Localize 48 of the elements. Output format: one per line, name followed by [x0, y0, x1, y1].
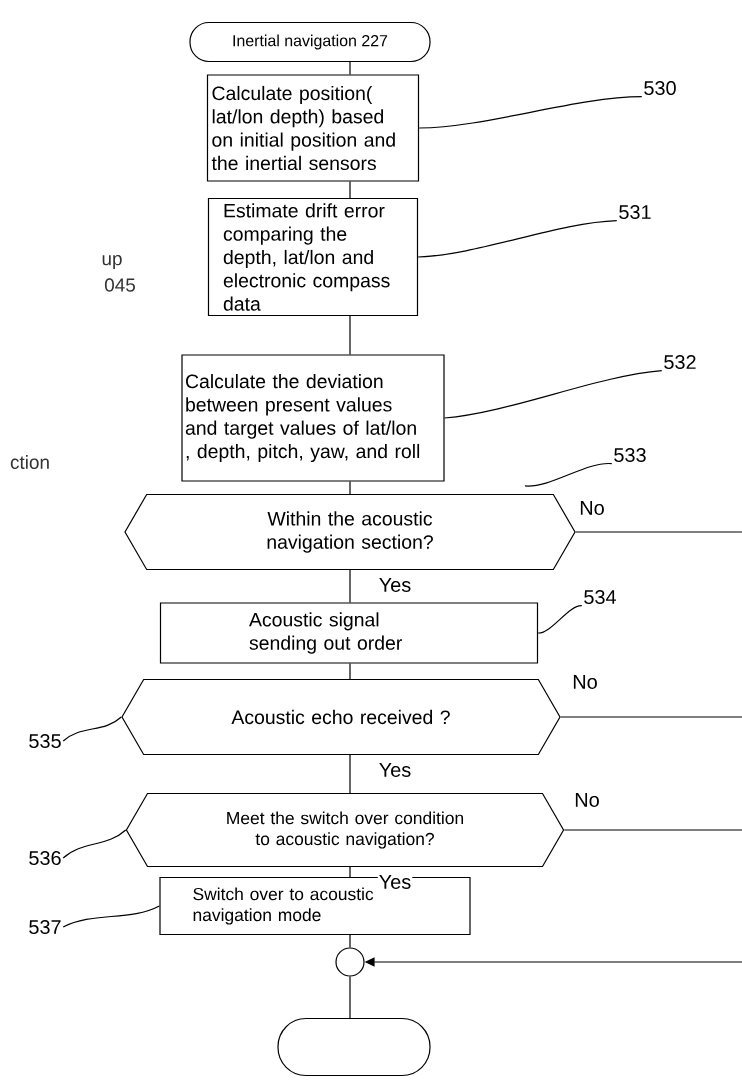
leader-line	[418, 96, 643, 129]
reference-number: 531	[619, 204, 651, 220]
connector-line	[349, 61, 351, 75]
connector-line	[349, 181, 351, 199]
terminal-box: Inertial navigation 227	[189, 21, 431, 63]
connector-line	[349, 569, 351, 603]
process-box: Acoustic signal sending out order	[159, 602, 539, 664]
connector-line	[575, 531, 742, 533]
leader-line	[62, 905, 160, 928]
reference-number: 534	[584, 589, 617, 605]
connector-line	[349, 934, 351, 948]
cut-off-label: up	[102, 254, 122, 270]
reference-number: 537	[29, 919, 61, 935]
cut-off-label: ction	[10, 455, 49, 469]
leader-line	[417, 220, 618, 258]
leader-line	[444, 370, 663, 419]
edge-label: No	[578, 500, 606, 516]
connector-line	[349, 481, 351, 495]
connector-circle	[335, 947, 365, 977]
connector-line	[349, 663, 351, 680]
leader-line	[537, 605, 583, 634]
leader-line	[62, 716, 122, 742]
reference-number: 533	[614, 447, 646, 463]
leader-line	[524, 463, 613, 487]
connector-line	[349, 866, 351, 878]
reference-number: 530	[644, 80, 676, 96]
edge-label: No	[573, 792, 601, 808]
leader-line	[62, 829, 127, 859]
connector-line	[349, 976, 351, 1019]
process-box: Calculate position( lat/lon depth) based on initial position and the inertial sensors	[206, 74, 420, 182]
edge-label: Yes	[377, 577, 413, 593]
process-box: Calculate the deviation between present values and target values of lat/lon , depth, pitch, yaw, and roll	[181, 354, 445, 482]
decision-hexagon: Within the acoustic navigation section?	[124, 493, 576, 571]
connector-line	[349, 754, 351, 794]
edge-label: Yes	[377, 762, 413, 778]
edge-label: No	[571, 674, 599, 690]
reference-number: 532	[664, 354, 696, 370]
connector-line	[560, 716, 742, 718]
terminal-box	[277, 1017, 431, 1077]
edge-label: Yes	[377, 874, 413, 890]
connector-line	[349, 315, 351, 355]
process-box: Estimate drift error comparing the depth, lat/lon and electronic compass data	[207, 197, 419, 317]
decision-hexagon: Acoustic echo received ?	[121, 678, 561, 756]
reference-number: 536	[29, 850, 61, 866]
cut-off-label: 045	[104, 278, 135, 292]
reference-number: 535	[29, 733, 61, 749]
decision-hexagon: Meet the switch over condition to acoustic navigation?	[125, 792, 565, 868]
connector-line	[563, 829, 742, 831]
